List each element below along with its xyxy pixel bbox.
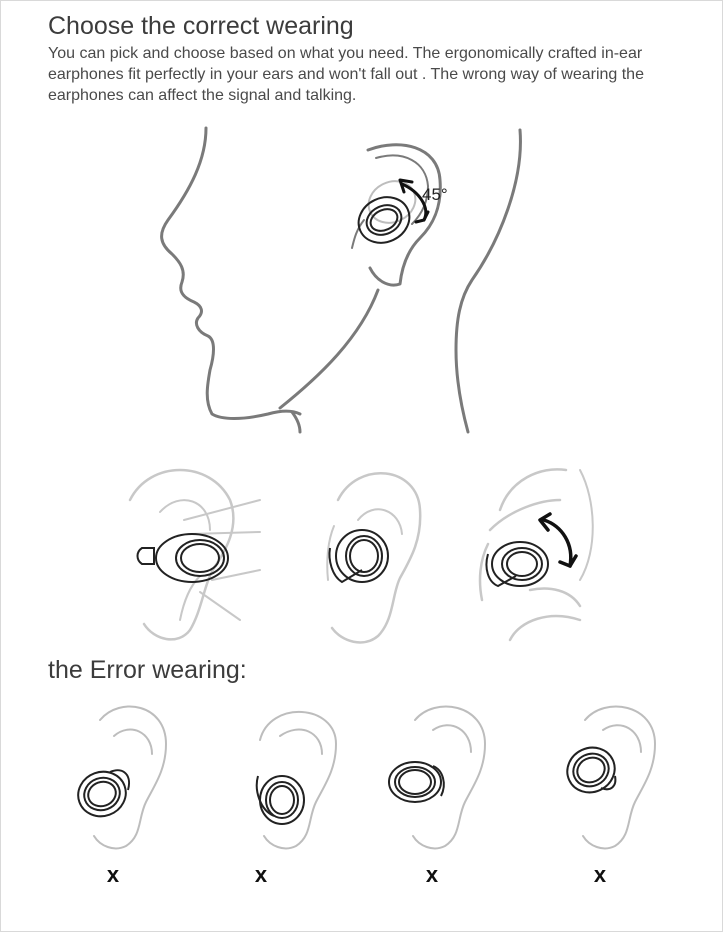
error-mark-2: x (254, 862, 268, 887)
earbud-icon (136, 533, 229, 583)
earbud-icon (357, 196, 411, 244)
ear-inner (375, 154, 429, 225)
error-4-illustration (566, 705, 657, 850)
neck-back (454, 128, 522, 434)
earbud-icon (388, 761, 445, 803)
neck-line (290, 410, 302, 434)
error-section-heading: the Error wearing: (48, 656, 247, 684)
page-title: Choose the correct wearing (48, 12, 354, 40)
step-2-illustration (326, 471, 422, 644)
earbud-icon (566, 746, 617, 794)
error-1-illustration (77, 705, 168, 850)
earbud-icon (255, 775, 305, 825)
earbud-icon (485, 541, 549, 588)
face-outline (160, 126, 302, 420)
error-mark-3: x (425, 862, 439, 887)
ear-lobe (351, 219, 365, 249)
error-mark-1: x (106, 862, 120, 887)
error-3-illustration (388, 705, 487, 850)
step-3-illustration (478, 468, 594, 642)
face-profile-illustration: 45° (160, 126, 522, 434)
step-1-illustration (128, 468, 261, 641)
jaw-line (278, 288, 380, 410)
rotation-arrow-icon (398, 178, 430, 224)
error-mark-4: x (593, 862, 607, 887)
earbud-icon (328, 529, 389, 584)
error-2-illustration (255, 710, 338, 850)
rotation-arrow-icon (538, 512, 578, 568)
angle-label: 45° (422, 185, 448, 204)
earbud-icon (77, 769, 130, 818)
ear-outline (366, 143, 442, 287)
page-description: You can pick and choose based on what yo… (48, 45, 644, 104)
